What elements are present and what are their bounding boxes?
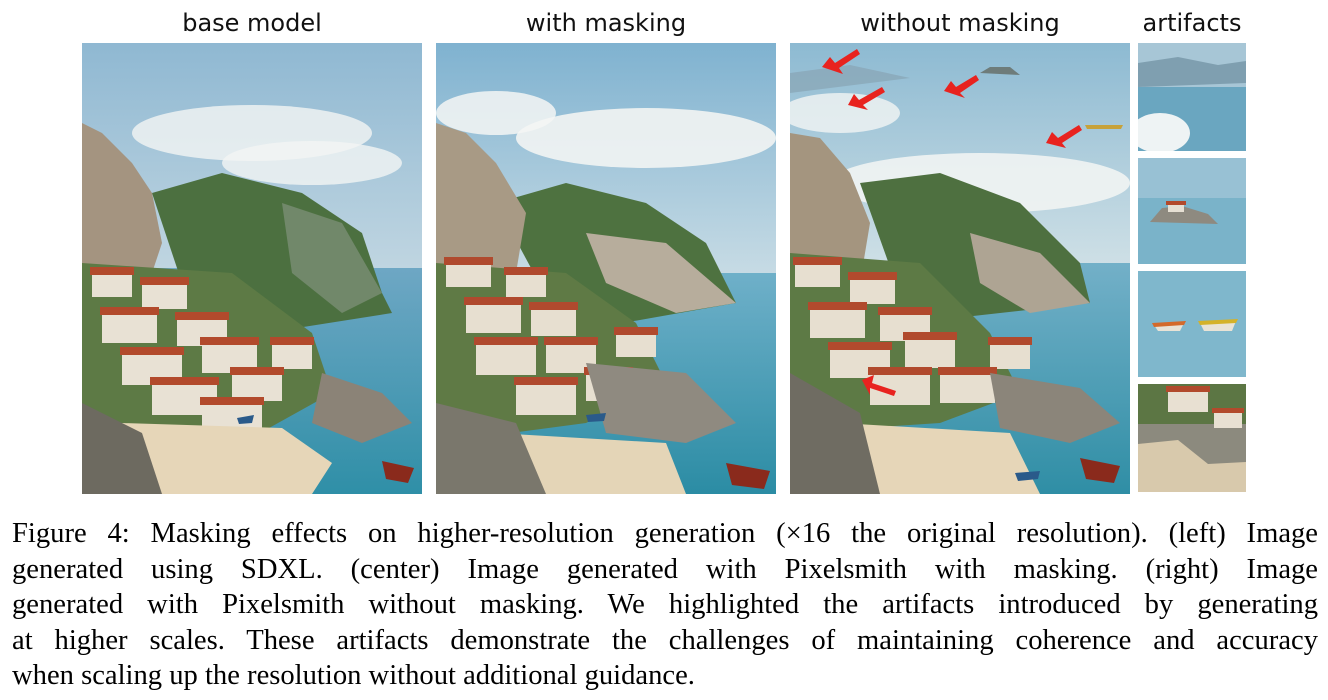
artifact-crop-island [1138,158,1246,264]
artifact-crop-village [1138,384,1246,492]
artifact-crop-boats [1138,271,1246,377]
base-model-image [82,43,422,494]
without-masking-image [790,43,1130,494]
caption-line: at higher scales. These artifacts demons… [12,624,1318,656]
caption-line: Figure 4: Masking effects on higher-reso… [12,518,1318,549]
column-title-artifacts: artifacts [1142,9,1242,37]
caption-line: when scaling up the resolution without a… [12,660,695,691]
column-title-without-masking: without masking [860,9,1060,37]
caption-line: generated using SDXL. (center) Image gen… [12,553,1318,585]
caption-line: generated with Pixelsmith without maskin… [12,589,1318,620]
with-masking-image [436,43,776,494]
artifact-crop-haze [1138,43,1246,151]
column-title-base-model: base model [182,9,322,37]
column-title-with-masking: with masking [525,9,687,37]
figure-caption: Figure 4: Masking effects on higher-reso… [12,516,1318,694]
